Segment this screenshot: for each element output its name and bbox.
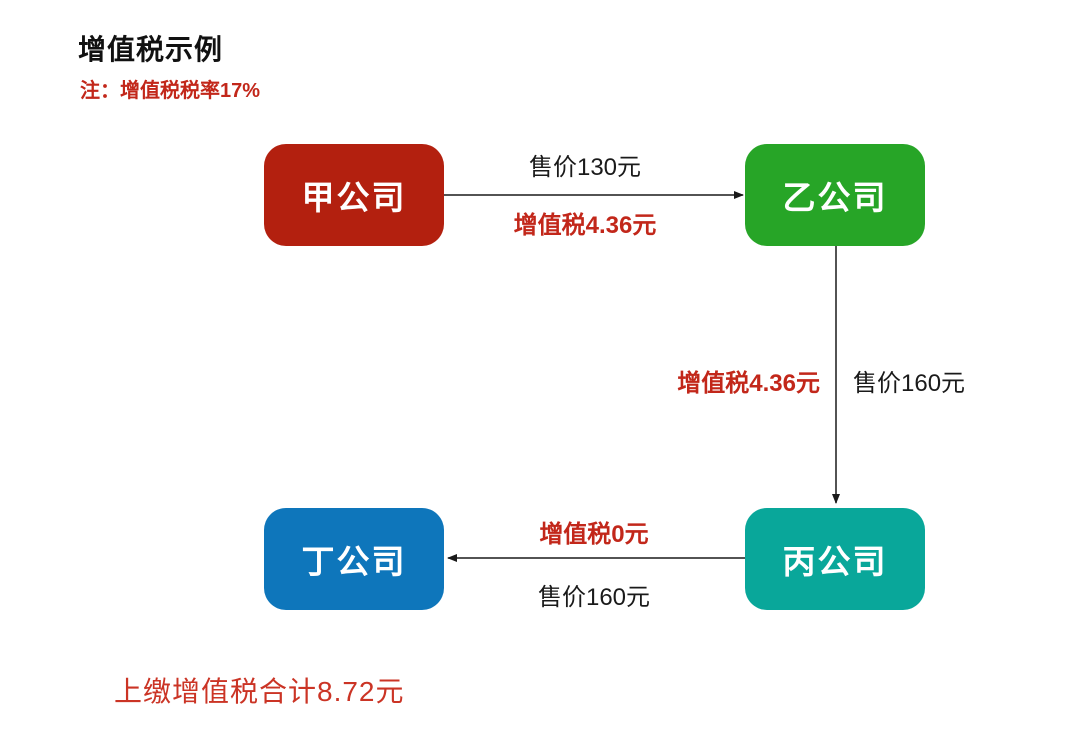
node-company-bing: 丙公司 (745, 508, 925, 610)
total-vat-summary: 上缴增值税合计8.72元 (114, 676, 405, 707)
node-company-bing-label: 丙公司 (782, 543, 888, 580)
node-company-ding-label: 丁公司 (301, 543, 407, 580)
edge-yi-bing-price-label: 售价160元 (853, 370, 966, 397)
node-company-ding: 丁公司 (264, 508, 444, 610)
page-title: 增值税示例 (78, 34, 224, 65)
edge-yi-bing-tax-label: 增值税4.36元 (677, 370, 820, 397)
edge-bing-ding-price-label: 售价160元 (537, 584, 651, 611)
node-company-yi-label: 乙公司 (782, 179, 888, 216)
edge-jia-yi-price-label: 售价130元 (528, 154, 642, 181)
node-company-yi: 乙公司 (745, 144, 925, 246)
node-company-jia: 甲公司 (264, 144, 444, 246)
edge-jia-yi-tax-label: 增值税4.36元 (513, 212, 657, 239)
page-note: 注：增值税税率17% (80, 80, 261, 102)
node-company-jia-label: 甲公司 (301, 179, 407, 216)
edge-bing-ding-tax-label: 增值税0元 (539, 521, 649, 548)
